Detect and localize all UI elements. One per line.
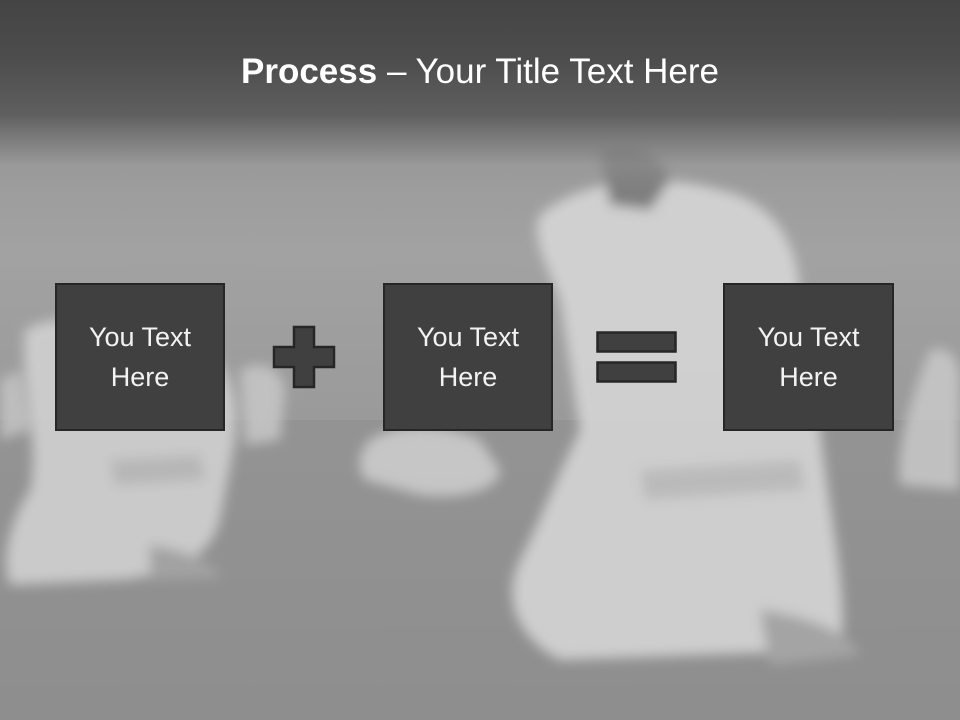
equals-icon [596,331,677,383]
title-rest-part: – Your Title Text Here [377,52,719,91]
process-box-1-text: You Text Here [75,317,205,397]
title-bold-part: Process [241,52,378,91]
title-bar [0,0,960,190]
slide-title[interactable]: Process – Your Title Text Here [0,52,960,92]
process-box-2-text: You Text Here [403,317,533,397]
process-box-1-line2: Here [110,362,170,392]
process-box-1-line1: You Text [88,322,192,352]
process-box-3-line2: Here [779,362,838,392]
process-box-2[interactable]: You Text Here [383,283,553,431]
process-box-2-line1: You Text [416,322,520,352]
process-box-3-text: You Text Here [744,317,874,397]
process-box-3-line1: You Text [757,322,860,352]
process-box-2-line2: Here [438,362,498,392]
process-box-1[interactable]: You Text Here [55,283,225,431]
process-box-3[interactable]: You Text Here [723,283,894,431]
plus-icon [272,325,336,389]
